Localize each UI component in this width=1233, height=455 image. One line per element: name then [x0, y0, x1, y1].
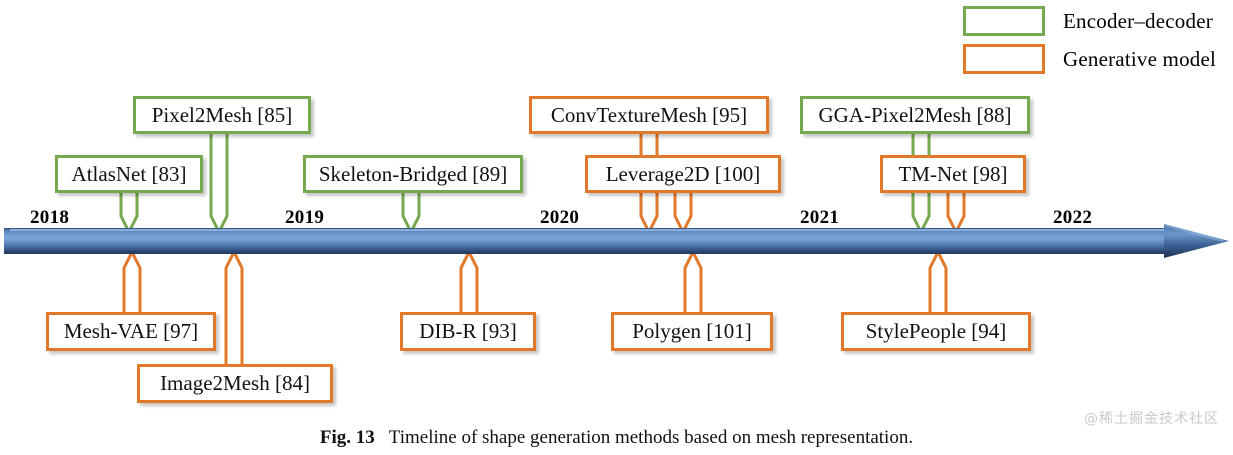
legend-label-encoder-decoder: Encoder–decoder	[1063, 8, 1213, 33]
node-atlasnet[interactable]: AtlasNet [83]	[55, 155, 203, 193]
figure-number: Fig. 13	[319, 427, 375, 448]
figure-caption: Fig. 13 Timeline of shape generation meth…	[0, 427, 1233, 449]
year-label-2018: 2018	[30, 207, 70, 228]
year-label-2019: 2019	[285, 207, 325, 228]
node-convtexturemesh[interactable]: ConvTextureMesh [95]	[529, 96, 769, 134]
legend-item-encoder-decoder: Encoder–decoder	[963, 6, 1213, 36]
node-dib-r[interactable]: DIB-R [93]	[400, 312, 536, 351]
node-tm-net[interactable]: TM-Net [98]	[880, 155, 1026, 193]
stem-mesh-vae	[121, 248, 143, 314]
figure-caption-text: Timeline of shape generation methods bas…	[388, 427, 914, 448]
year-label-2020: 2020	[540, 207, 580, 228]
legend-item-generative-model: Generative model	[963, 44, 1216, 74]
legend-label-generative-model: Generative model	[1063, 46, 1217, 71]
timeline-axis-arrow	[4, 224, 1229, 258]
stem-dib-r	[458, 248, 480, 314]
stem-polygen	[682, 248, 704, 314]
stem-stylepeople	[927, 248, 949, 314]
stem-image2mesh	[223, 248, 245, 366]
node-gga-pixel2mesh[interactable]: GGA-Pixel2Mesh [88]	[800, 96, 1030, 134]
year-label-2021: 2021	[800, 207, 840, 228]
node-polygen[interactable]: Polygen [101]	[611, 312, 773, 351]
node-skeleton-bridged[interactable]: Skeleton-Bridged [89]	[303, 155, 523, 193]
year-label-2022: 2022	[1053, 207, 1093, 228]
node-leverage2d[interactable]: Leverage2D [100]	[585, 155, 781, 193]
legend-swatch-encoder-decoder	[963, 6, 1045, 36]
stem-pixel2mesh	[208, 130, 230, 238]
node-pixel2mesh[interactable]: Pixel2Mesh [85]	[133, 96, 311, 134]
legend-swatch-generative-model	[963, 44, 1045, 74]
node-image2mesh[interactable]: Image2Mesh [84]	[137, 364, 333, 403]
watermark: @稀土掘金技术社区	[1084, 411, 1219, 427]
node-stylepeople[interactable]: StylePeople [94]	[841, 312, 1031, 351]
node-mesh-vae[interactable]: Mesh-VAE [97]	[46, 312, 216, 351]
